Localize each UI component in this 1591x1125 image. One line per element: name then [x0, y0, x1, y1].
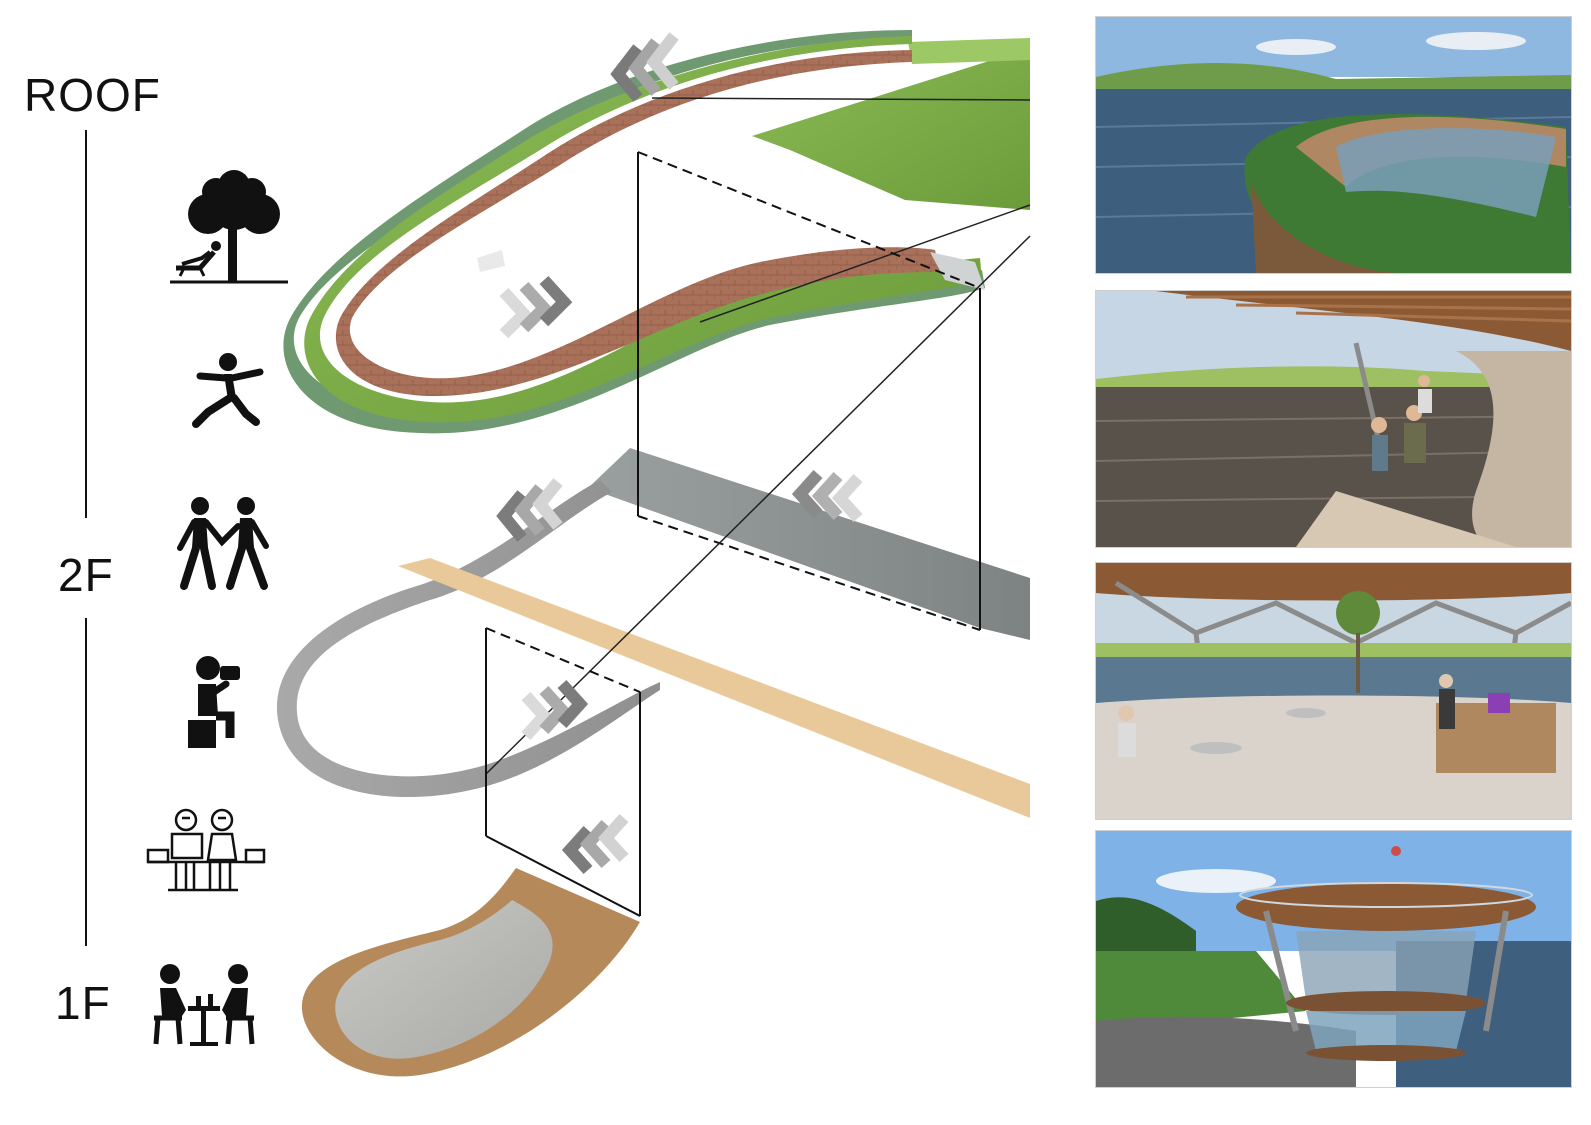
couple-walking-icon	[177, 497, 269, 590]
2f-arrow-right	[521, 679, 589, 741]
2f-timber-strip	[398, 558, 1030, 818]
1f-direction-arrow	[561, 813, 629, 875]
person-photographing-icon	[188, 656, 240, 748]
2f-arrow-slab	[791, 469, 863, 523]
1f-section-frame	[485, 627, 641, 917]
2f-arrow-left	[496, 478, 563, 542]
jumping-person-icon	[192, 353, 264, 428]
2f-grey-walkway	[276, 480, 660, 798]
second-floor-layer	[276, 448, 1030, 818]
roof-garden-rendering	[1095, 16, 1572, 274]
roof-direction-arrows	[499, 32, 679, 339]
first-floor-cafe-rendering	[1095, 562, 1572, 820]
level-label-roof: ROOF	[24, 69, 161, 121]
1f-stone-floor	[335, 900, 553, 1059]
2f-section-frame	[485, 151, 1031, 775]
2f-direction-arrows	[496, 469, 863, 741]
first-floor-layer	[301, 868, 640, 1077]
exterior-overview-rendering	[1095, 830, 1572, 1088]
second-floor-terrace-rendering	[1095, 290, 1572, 548]
level-label-1f: 1F	[55, 977, 111, 1029]
roof-hill-lawn	[752, 48, 1030, 210]
people-dining-icon	[153, 964, 255, 1046]
roof-arrow-left	[610, 32, 679, 102]
roof-grass-band	[304, 36, 982, 423]
level-label-2f: 2F	[58, 549, 114, 601]
2f-concrete-slab	[588, 448, 1030, 640]
tree-lounger-icon	[170, 170, 288, 284]
roof-arrow-right	[499, 275, 573, 339]
people-on-bench-icon	[146, 808, 266, 892]
